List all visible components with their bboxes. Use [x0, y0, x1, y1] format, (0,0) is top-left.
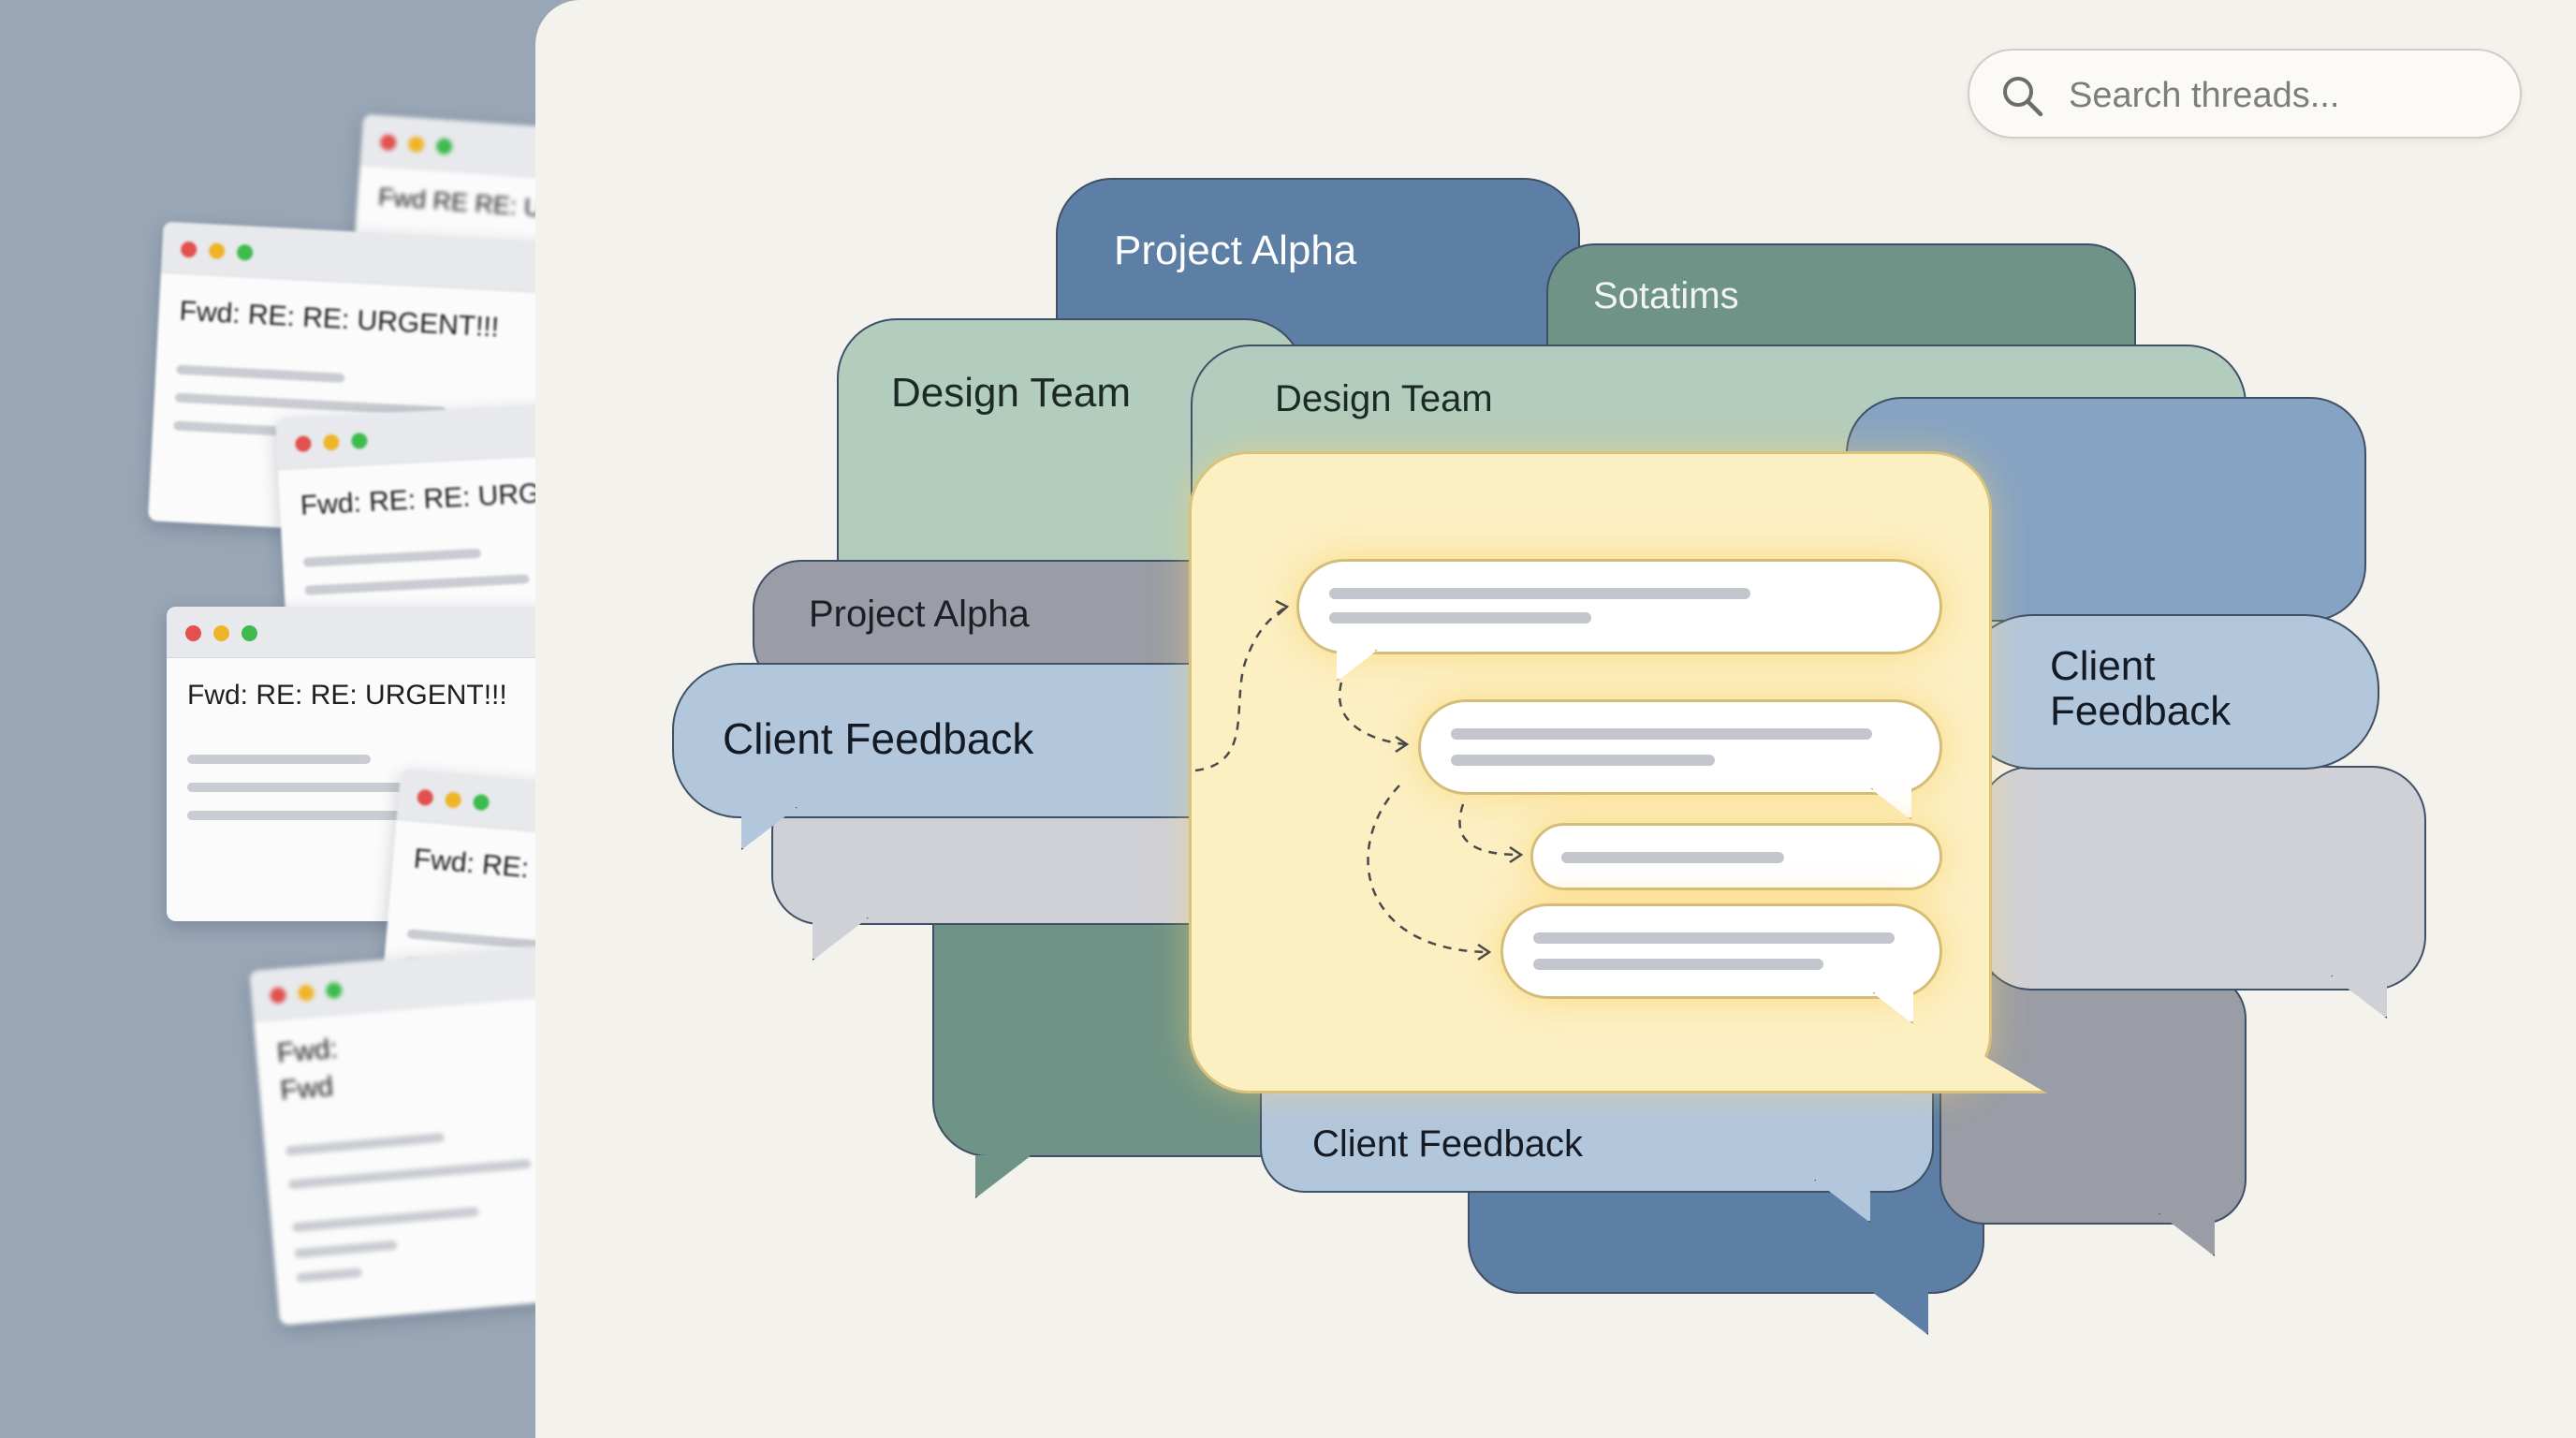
bubble-tail: [2159, 1213, 2215, 1256]
email-preview-line: [296, 1268, 363, 1284]
message-preview-line: [1561, 852, 1784, 863]
email-preview-line: [294, 1240, 398, 1259]
message-preview-line: [1451, 755, 1715, 766]
email-window[interactable]: Fwd: RE: RE: URGENT!!!: [167, 607, 562, 921]
maximize-dot-icon: [350, 433, 368, 449]
email-subject: Fwd:: [275, 1033, 340, 1069]
window-titlebar: [359, 113, 562, 185]
bubble-tail: [975, 1155, 1032, 1198]
email-preview-line: [187, 811, 412, 820]
thread-label: Client Feedback: [723, 714, 1034, 763]
message-tail: [1337, 650, 1378, 682]
thread-label: Project Alpha: [1114, 227, 1357, 273]
thread-label: Client Feedback: [1312, 1123, 1584, 1165]
email-preview-line: [304, 574, 530, 595]
search-icon: [2003, 77, 2043, 117]
maximize-dot-icon: [435, 138, 453, 155]
thread-label: Sotatims: [1593, 275, 1739, 316]
bubble-tail: [1872, 1292, 1928, 1335]
minimize-dot-icon: [407, 136, 425, 154]
close-dot-icon: [180, 241, 198, 258]
thread-message[interactable]: [1418, 699, 1942, 820]
search-bar[interactable]: [1968, 49, 2522, 139]
message-preview-line: [1329, 612, 1591, 624]
close-dot-icon: [269, 986, 287, 1005]
email-preview-line: [176, 364, 345, 383]
bubble-tail: [2331, 976, 2387, 1019]
close-dot-icon: [417, 788, 434, 807]
focused-thread-bubble[interactable]: [1189, 451, 2047, 1093]
thread-message[interactable]: [1500, 903, 1942, 1024]
search-input[interactable]: [2067, 67, 2501, 124]
maximize-dot-icon: [242, 625, 257, 641]
email-preview-line: [187, 783, 468, 792]
email-subject: Fwd: RE: RE: URGI: [300, 477, 549, 521]
thread-label: Design Team: [891, 370, 1131, 416]
email-preview-line: [302, 548, 482, 567]
message-preview-line: [1533, 932, 1895, 944]
email-subject: Fwd: RE: RE: URGENT!!!: [178, 295, 500, 344]
email-preview-line: [285, 1132, 445, 1156]
email-window[interactable]: Fwd: Fwd: [249, 940, 562, 1326]
maximize-dot-icon: [472, 793, 490, 812]
email-subject: Fwd: RE: RE: URGENT!!!: [187, 680, 507, 711]
message-preview-line: [1451, 728, 1872, 740]
minimize-dot-icon: [213, 625, 229, 641]
window-titlebar: [167, 607, 562, 658]
thread-label: Design Team: [1275, 378, 1493, 419]
message-tail: [1872, 992, 1913, 1024]
thread-bubble-gray-right[interactable]: [1977, 766, 2426, 1019]
message-tail: [1870, 788, 1911, 820]
maximize-dot-icon: [325, 981, 344, 1000]
minimize-dot-icon: [322, 433, 340, 451]
thread-message[interactable]: [1530, 823, 1942, 890]
thread-message[interactable]: [1296, 559, 1942, 682]
email-preview-line: [287, 1158, 532, 1190]
message-preview-line: [1533, 959, 1823, 970]
email-subject: Fwd: RE: F: [412, 843, 555, 887]
email-subject: Fwd: [279, 1070, 335, 1107]
thread-bubble-client-feedback-right[interactable]: Client Feedback: [1958, 614, 2379, 770]
forwarded-emails-backdrop: Fwd RE RE: U Fwd: RE: RE: URGENT!!! Fwd:…: [0, 0, 562, 1438]
thread-canvas: Project Alpha Sotatims Design Team Desig…: [535, 0, 2576, 1438]
bubble-tail: [812, 917, 869, 961]
close-dot-icon: [185, 625, 201, 641]
maximize-dot-icon: [236, 243, 254, 261]
email-preview-line: [291, 1206, 479, 1233]
thread-label: Client Feedback: [2050, 643, 2232, 735]
close-dot-icon: [379, 134, 397, 152]
minimize-dot-icon: [297, 984, 315, 1002]
thread-label: Project Alpha: [809, 594, 1030, 635]
minimize-dot-icon: [208, 242, 226, 260]
message-preview-line: [1329, 588, 1750, 599]
close-dot-icon: [295, 435, 312, 453]
email-subject: Fwd RE RE: U: [377, 183, 544, 223]
minimize-dot-icon: [444, 791, 462, 809]
email-preview-line: [187, 755, 371, 764]
